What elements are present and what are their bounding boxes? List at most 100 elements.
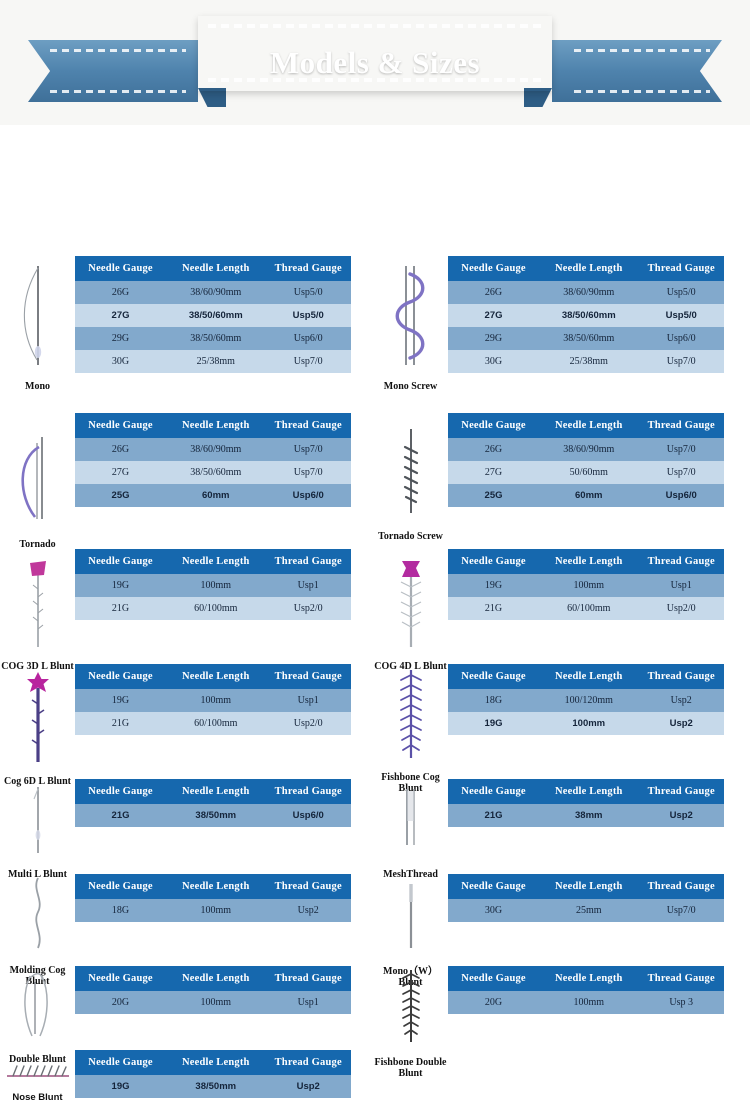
column-header: Needle Gauge — [448, 664, 540, 689]
product-icon-column: Mono Screw — [373, 256, 448, 393]
cell-thread-gauge: Usp1 — [265, 574, 351, 597]
cell-needle-length: 38/50mm — [166, 1075, 266, 1098]
column-header: Needle Gauge — [448, 779, 540, 804]
cell-needle-length: 38/60/90mm — [166, 438, 266, 461]
column-header: Thread Gauge — [265, 413, 351, 438]
product-name-label: Nose Blunt — [12, 1092, 63, 1103]
cell-thread-gauge: Usp7/0 — [265, 461, 351, 484]
column-header: Needle Length — [539, 874, 639, 899]
product-icon-column: Molding Cog Blunt — [0, 874, 75, 988]
column-header: Needle Length — [166, 549, 266, 574]
ribbon-tail-left — [28, 40, 198, 102]
column-header: Needle Gauge — [75, 256, 167, 281]
cell-needle-gauge: 19G — [75, 689, 167, 712]
column-header: Thread Gauge — [638, 779, 724, 804]
multi-l-blunt-icon — [8, 783, 68, 868]
cog-6d-l-blunt-icon — [8, 670, 68, 775]
column-header: Needle Gauge — [75, 779, 167, 804]
cell-thread-gauge: Usp6/0 — [638, 327, 724, 350]
cell-needle-gauge: 18G — [75, 899, 167, 922]
cell-thread-gauge: Usp5/0 — [265, 304, 351, 327]
column-header: Thread Gauge — [265, 779, 351, 804]
cell-needle-length: 38/60/90mm — [539, 438, 639, 461]
mesh-thread-icon — [381, 783, 441, 868]
cell-needle-gauge: 30G — [448, 899, 540, 922]
column-header: Thread Gauge — [638, 664, 724, 689]
cell-needle-length: 100/120mm — [539, 689, 639, 712]
cell-needle-length: 100mm — [166, 689, 266, 712]
cell-needle-length: 38mm — [539, 804, 639, 827]
cell-thread-gauge: Usp2 — [638, 712, 724, 735]
column-header: Needle Gauge — [448, 966, 540, 991]
mono-w-blunt-icon — [381, 878, 441, 965]
column-header: Needle Gauge — [448, 256, 540, 281]
column-header: Thread Gauge — [265, 664, 351, 689]
product-icon-column: Cog 6D L Blunt — [0, 664, 75, 788]
product-name-label: Molding Cog Blunt — [9, 965, 66, 987]
cell-thread-gauge: Usp1 — [638, 574, 724, 597]
product-icon-column: Nose Blunt — [0, 1050, 75, 1103]
ribbon-center — [198, 16, 552, 91]
column-header: Thread Gauge — [638, 549, 724, 574]
cell-needle-gauge: 19G — [75, 574, 167, 597]
cell-needle-gauge: 19G — [448, 574, 540, 597]
cell-thread-gauge: Usp7/0 — [265, 438, 351, 461]
ribbon-stitch-line — [208, 78, 542, 82]
column-header: Needle Length — [166, 874, 266, 899]
column-header: Needle Length — [166, 413, 266, 438]
cell-needle-gauge: 19G — [75, 1075, 167, 1098]
cell-thread-gauge: Usp2/0 — [265, 597, 351, 620]
ribbon-stitch-line — [574, 90, 710, 93]
cell-thread-gauge: Usp2 — [265, 1075, 351, 1098]
column-header: Needle Length — [539, 966, 639, 991]
cell-needle-gauge: 30G — [448, 350, 540, 373]
cell-needle-length: 100mm — [539, 574, 639, 597]
fishbone-cog-blunt-icon — [381, 666, 441, 771]
product-icon-column: Tornado Screw — [373, 413, 448, 543]
cell-thread-gauge: Usp7/0 — [638, 350, 724, 373]
column-header: Needle Length — [166, 664, 266, 689]
cell-thread-gauge: Usp7/0 — [638, 461, 724, 484]
molding-cog-blunt-icon — [8, 874, 68, 964]
column-header: Needle Gauge — [448, 549, 540, 574]
product-icon-column: Mono — [0, 256, 75, 393]
product-name-label: Fishbone Cog Blunt — [381, 772, 440, 794]
product-name-label: Tornado Screw — [378, 531, 443, 542]
fishbone-double-blunt-icon — [381, 966, 441, 1056]
column-header: Thread Gauge — [638, 256, 724, 281]
cell-needle-length: 38/50mm — [166, 804, 266, 827]
cell-needle-gauge: 27G — [75, 461, 167, 484]
cell-needle-gauge: 21G — [75, 597, 167, 620]
product-name-label: Mono Screw — [383, 381, 438, 392]
cell-needle-length: 60mm — [539, 484, 639, 507]
column-header: Needle Gauge — [75, 874, 167, 899]
column-header: Thread Gauge — [638, 413, 724, 438]
